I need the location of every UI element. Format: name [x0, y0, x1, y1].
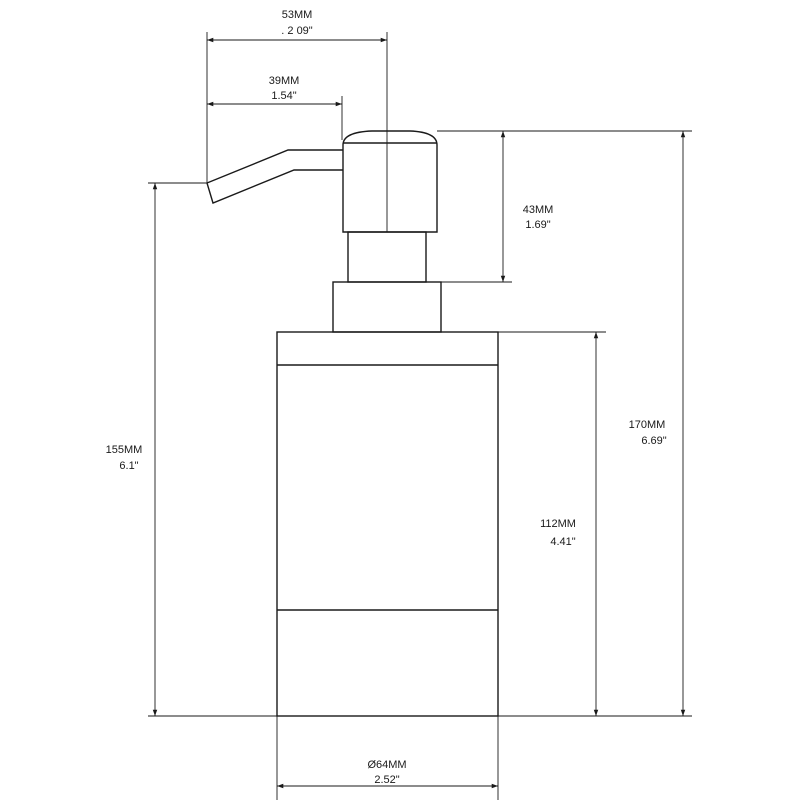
total-height-inch-label: 6.69" — [641, 435, 667, 447]
spout-height-inch-label: 6.1" — [119, 460, 139, 472]
collar — [332, 281, 442, 333]
pump-head — [342, 130, 438, 233]
pump-head-height-mm-label: 43MM — [522, 204, 554, 216]
body-diameter-mm-label: Ø64MM — [367, 759, 407, 771]
spout-height-mm-label: 155MM — [105, 444, 143, 456]
body-height-inch-label: 4.41" — [550, 536, 576, 548]
body-diameter-inch-label: 2.52" — [374, 774, 400, 786]
total-height-mm-label: 170MM — [628, 419, 666, 431]
overall-width-inch-label: . 2 09" — [281, 25, 313, 37]
spout — [206, 149, 343, 204]
body — [276, 331, 499, 717]
extension-lines — [148, 32, 692, 800]
spout-reach-inch-label: 1.54" — [271, 90, 297, 102]
dimension-lines — [152, 37, 686, 789]
pump-neck — [347, 231, 427, 283]
dispenser-outline — [206, 130, 499, 717]
pump-head-height-inch-label: 1.69" — [525, 219, 551, 231]
body-height-mm-label: 112MM — [540, 518, 576, 530]
spout-reach-mm-label: 39MM — [268, 75, 300, 87]
overall-width-mm-label: 53MM — [281, 9, 313, 21]
